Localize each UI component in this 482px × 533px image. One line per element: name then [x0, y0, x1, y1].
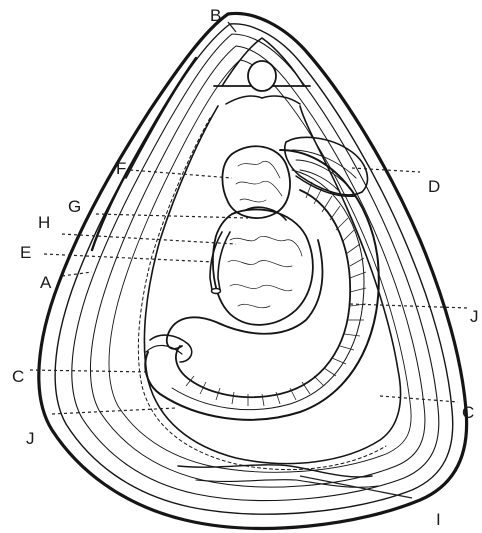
- shell-growth-line: [55, 24, 453, 514]
- gill-striations: [186, 182, 366, 406]
- label-c-right: C: [462, 403, 474, 422]
- mantle-edge: [144, 106, 400, 464]
- leader-j-right: [350, 304, 468, 308]
- leader-h: [62, 234, 236, 244]
- mantle-edge-dashed: [138, 118, 386, 470]
- label-g: G: [68, 197, 81, 216]
- hinge-knob: [248, 61, 276, 91]
- shell-growth-line: [72, 34, 439, 501]
- gill-outer: [145, 150, 378, 420]
- label-d: D: [428, 177, 440, 196]
- mantle-fold: [178, 465, 372, 477]
- gill-inner: [176, 190, 350, 397]
- leader-i: [300, 476, 412, 498]
- label-c-left: C: [12, 367, 24, 386]
- leader-j-left: [52, 408, 176, 414]
- shell-outline: [39, 13, 467, 528]
- label-h: H: [38, 213, 50, 232]
- label-a: A: [40, 273, 52, 292]
- digestive-texture: [236, 161, 282, 202]
- adductor-texture: [228, 236, 302, 307]
- label-j-right: J: [470, 307, 479, 326]
- leader-c-right: [380, 396, 458, 402]
- label-b: B: [210, 6, 221, 25]
- label-j-left: J: [26, 429, 35, 448]
- label-e: E: [20, 243, 31, 262]
- gill-middle: [172, 170, 364, 410]
- label-f: F: [116, 159, 126, 178]
- shell-growth-line: [90, 46, 425, 487]
- shell-left-edge: [126, 70, 188, 178]
- anus: [212, 289, 221, 294]
- visceral-curve: [167, 240, 323, 349]
- rectum: [218, 232, 230, 290]
- label-i: I: [436, 510, 441, 529]
- shell-left-edge: [92, 58, 196, 250]
